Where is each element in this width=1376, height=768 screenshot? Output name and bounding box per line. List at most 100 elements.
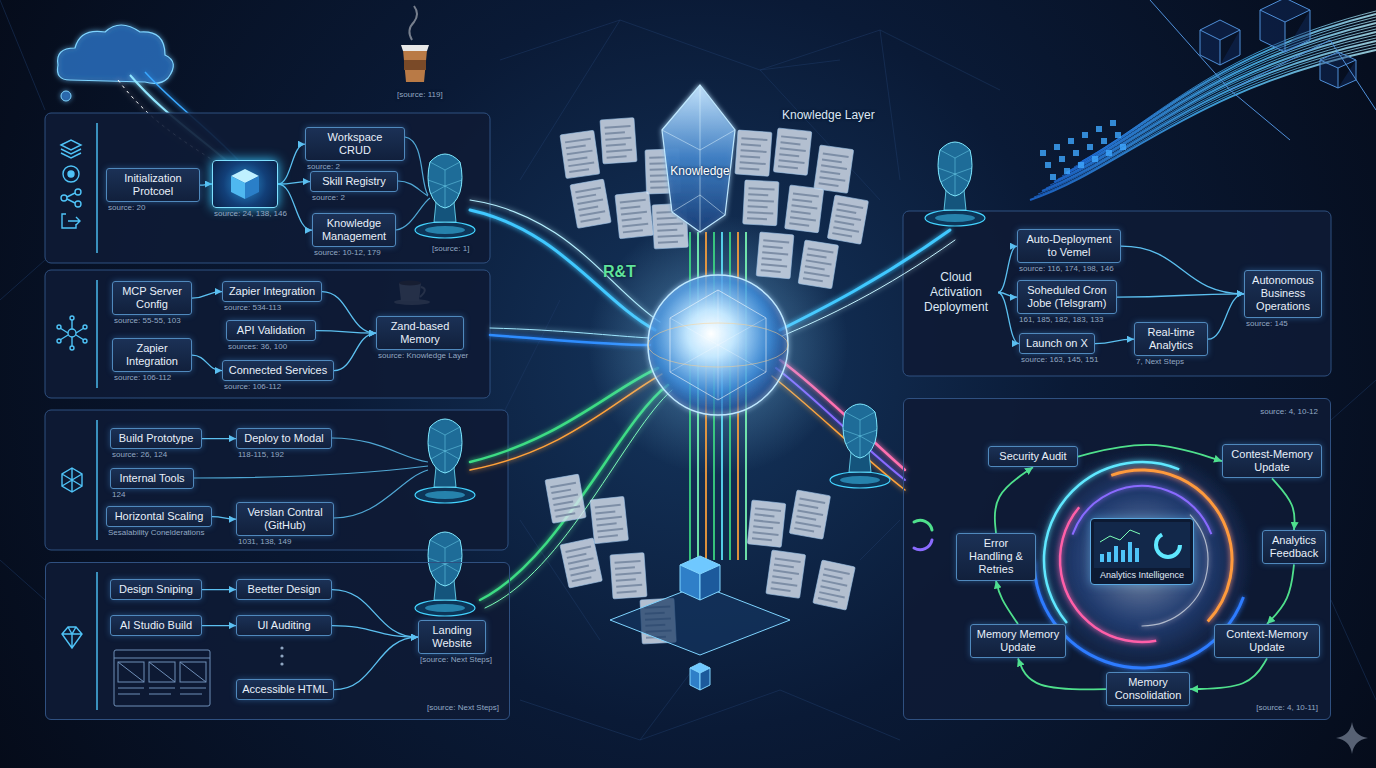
document-sheet [620,205,640,209]
document-sheet [785,185,824,233]
data-wave [1038,44,1376,194]
connector-arrow [998,293,1019,344]
document-sheet [821,164,847,170]
process-box: Zapier Integrationsource: 106-112 [112,338,192,372]
document-sheet [650,186,670,189]
document-sheet [832,232,852,237]
document-sheet [762,257,782,261]
data-wave [1074,17,1376,167]
document-sheet [567,156,587,161]
document-sheet [596,516,622,521]
wireframe-illustration [118,688,206,694]
connector-arrow [212,517,236,520]
panel-frame [903,398,1331,720]
dashboard-chart [1114,546,1118,562]
data-wave [1050,174,1056,180]
box-label: UI Auditing [242,619,326,632]
source-note: [source: Next Steps] [427,703,499,713]
document-sheet [545,474,586,523]
box-label: Context-Memory Update [1220,628,1314,654]
document-sheet [837,203,863,209]
avatar-head [830,404,890,488]
box-label: Knowledge Management [318,217,390,243]
document-sheet [804,271,830,277]
dashboard-chart [1135,548,1139,562]
sparkle-watermark [1336,722,1368,754]
panel-icon [75,189,81,195]
process-box: Contest-Memory Update [1222,444,1322,478]
document-sheet [747,217,767,220]
document-sheet [565,138,591,144]
box-label: Zapier Integration [228,285,316,298]
process-box: Horizontal ScalingSesalability Coneldera… [106,506,212,527]
document-sheet [575,187,601,193]
panel-icon [62,627,82,648]
knowledge-sphere [648,275,788,415]
connector-arrow [202,438,236,439]
cloud-stream [61,91,71,101]
document-sheet [791,204,817,209]
document-sheet [620,199,646,204]
source-note: source: 10-12, 179 [314,248,381,258]
document-sheet [566,145,586,150]
box-label: Memory Consolidation [1112,676,1184,702]
box-label: Skill Registry [316,175,392,188]
connector-arrow [996,581,1018,624]
process-box: Build Prototypesource: 26, 124 [110,428,202,449]
connector-arrow [1018,658,1106,689]
box-label: Auto-Deployment to Vemel [1023,233,1115,259]
document-sheet [740,161,766,165]
wireframe-cubes [1150,0,1376,140]
leader-line [398,181,428,196]
connector-arrow [202,589,236,590]
data-wave [1040,150,1046,156]
panel-icon [96,123,97,710]
process-box: Workspace CRUDsource: 2 [305,127,405,161]
network-mesh [0,0,1376,740]
source-note: 7, Next Steps [1136,357,1184,367]
process-box: Verslan Contral (GitHub)1031, 138, 149 [236,502,334,536]
connector-arrow [1095,339,1134,343]
wireframe-illustration [118,662,206,682]
panel-icon [914,540,932,550]
document-sheet [773,128,811,175]
box-label: Analytics Feedback [1268,534,1320,560]
panel-icon [914,520,932,530]
document-sheet [754,513,774,517]
document-sheet [762,251,788,255]
document-sheet [569,564,589,570]
dashboard-chart [1094,522,1190,568]
document-sheet [763,239,789,243]
process-box: Memory Memory Update [970,624,1066,658]
document-sheet [836,208,856,213]
document-sheet [597,522,617,526]
document-sheet [567,150,593,156]
document-sheet [610,553,647,599]
document-sheet [747,211,773,214]
document-sheet [779,153,799,157]
document-sheet [823,152,849,158]
box-label: Cloud Activation Deployment [914,270,998,315]
panel-frame: source: 4, 10-12[source: 4, 10-11]Securi… [903,398,1331,720]
panel-icon [61,140,81,158]
document-sheet [657,217,677,220]
panel-icon [70,346,74,350]
document-sheet [748,205,768,208]
connector-arrow [1121,246,1244,294]
sphere-halo [588,215,848,475]
box-label: Internal Tools [116,472,188,485]
panel-icon [57,339,61,343]
panel-frame [45,270,490,398]
source-note: sources: 36, 100 [228,342,287,352]
document-sheet [551,489,571,494]
panel-frame [45,113,490,263]
document-sheet [766,550,806,598]
box-label: Deploy to Modal [242,432,326,445]
knowledge-crystal [662,85,735,232]
data-wave [1064,168,1070,174]
document-sheet [553,500,573,505]
box-label: Build Prototype [116,432,196,445]
document-sheet [616,584,642,588]
avatar-head [415,419,475,503]
